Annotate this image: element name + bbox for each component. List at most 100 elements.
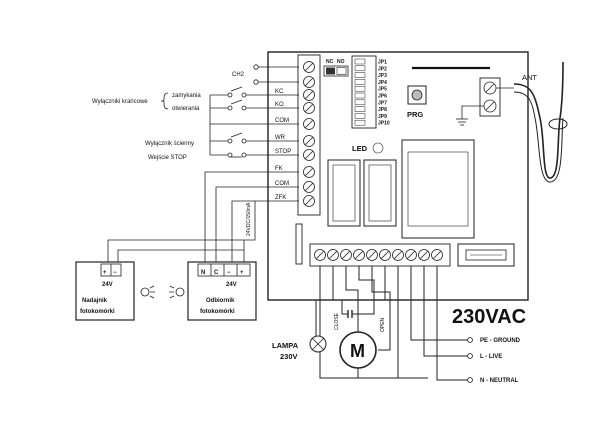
left-terminal-label: STOP (275, 149, 291, 155)
nc-label: NC (326, 59, 334, 65)
jumper-label: JP6 (378, 94, 387, 100)
fuse (457, 243, 515, 267)
jumper-label: JP9 (378, 114, 387, 120)
left-terminal-label: ZFK (275, 195, 286, 201)
bottom-screw (327, 249, 339, 261)
bottom-screw (379, 249, 391, 261)
lamp-label-2: 230V (280, 352, 298, 361)
left-screw (303, 181, 315, 193)
jumper-label: JP2 (378, 66, 387, 72)
bottom-terminal-block (309, 243, 451, 267)
left-terminal-labels: KC KO COM WR STOP FK COM ZFK (275, 89, 291, 201)
left-terminal-label: WR (275, 135, 286, 141)
rx-c: C (214, 270, 219, 276)
power-wiring: CLOSE OPEN M LAMPA 230V 230VAC PE - GROU… (272, 266, 526, 384)
jumper-switch (354, 99, 366, 106)
jumper-label: JP1 (378, 60, 387, 66)
mains-label: 230VAC (452, 306, 526, 328)
bottom-screw (405, 249, 417, 261)
tx-name-1: Nadajnik (82, 298, 108, 304)
closing-label: zamykania (172, 93, 201, 99)
rx-minus: − (227, 270, 231, 276)
left-terminal-block (297, 54, 321, 216)
antenna: ANT (496, 61, 568, 183)
jumper-switch (354, 79, 366, 85)
pe-label: PE - GROUND (480, 338, 521, 344)
ch2-label: CH2 (232, 72, 245, 78)
jumper-label: JP4 (378, 80, 387, 86)
jumper-label: JP3 (378, 73, 387, 79)
tx-plus: + (103, 270, 107, 276)
rx-plus: + (240, 270, 244, 276)
jumper-label: JP7 (378, 100, 387, 106)
bottom-screw (340, 249, 352, 261)
tx-name-2: fotokomórki (80, 309, 115, 315)
left-terminal-label: COM (275, 118, 289, 124)
rx-name-2: fotokomórki (200, 309, 235, 315)
ground-symbol (456, 105, 484, 126)
motor-label: M (350, 341, 365, 361)
left-terminal-label: KC (275, 89, 284, 95)
left-terminal-label: COM (275, 181, 289, 187)
jumper-switch (354, 58, 366, 65)
led-label: LED (352, 144, 368, 153)
left-screw (303, 76, 315, 88)
photocell-receiver: N C − + 24V Odbiornik fotokomórki (169, 261, 257, 321)
left-screw (303, 102, 315, 114)
jumper-switch (354, 106, 366, 112)
left-screw (303, 89, 315, 101)
stop-input-label: Wejście STOP (148, 155, 187, 161)
left-wiring: CH2 Wyłączniki krańcowe zamykania otwier… (92, 64, 299, 262)
tx-minus: − (113, 270, 117, 276)
tx-power: 24V (102, 282, 113, 288)
nc-no-jumper: NC NO (323, 59, 349, 77)
neutral-label: N - NEUTRAL (480, 378, 519, 384)
left-screw (303, 195, 315, 207)
small-component (295, 223, 303, 265)
jumper-label: JP5 (378, 87, 387, 93)
jumper-label: JP8 (378, 107, 387, 113)
bottom-screw (418, 249, 430, 261)
left-screw (303, 61, 315, 73)
jumper-switch (354, 92, 366, 99)
bottom-screw (392, 249, 404, 261)
no-label: NO (337, 59, 345, 65)
led: LED (352, 142, 384, 154)
bottom-screw (366, 249, 378, 261)
rx-power: 24V (226, 282, 237, 288)
bottom-screw (314, 249, 326, 261)
rx-n: N (201, 270, 205, 276)
relays (327, 159, 397, 227)
jumper-switch (354, 85, 366, 92)
close-label: CLOSE (334, 312, 340, 330)
bottom-screw (431, 249, 443, 261)
jumper-switch (354, 72, 366, 78)
jumper-switch (354, 113, 366, 119)
left-screw (303, 149, 315, 161)
limit-switches-label: Wyłączniki krańcowe (92, 99, 148, 105)
left-terminal-label: FK (275, 166, 283, 172)
prg-button: PRG (407, 85, 427, 119)
transformer (401, 139, 475, 239)
tx-lens-icon (140, 287, 150, 297)
jumper-switch (354, 65, 366, 72)
left-terminal-label: KO (275, 102, 284, 108)
wall-switch-label: Wyłącznik ścienny (145, 141, 194, 147)
left-screw (303, 135, 315, 147)
antenna-terminal (479, 77, 501, 117)
ant-label: ANT (522, 73, 537, 82)
jumper-switch (354, 119, 366, 126)
supply-label: 24VDC/150mA (246, 202, 252, 236)
photocell-transmitter: + − 24V Nadajnik fotokomórki (75, 261, 155, 321)
opening-label: otwierania (172, 106, 200, 112)
left-screw (303, 166, 315, 178)
open-label: OPEN (380, 317, 386, 332)
jumper-label: JP10 (378, 121, 390, 127)
live-label: L - LIVE (480, 354, 502, 360)
lamp-label-1: LAMPA (272, 341, 299, 350)
rx-lens-icon (175, 287, 185, 297)
left-screw (303, 118, 315, 130)
rx-name-1: Odbiornik (206, 298, 235, 304)
